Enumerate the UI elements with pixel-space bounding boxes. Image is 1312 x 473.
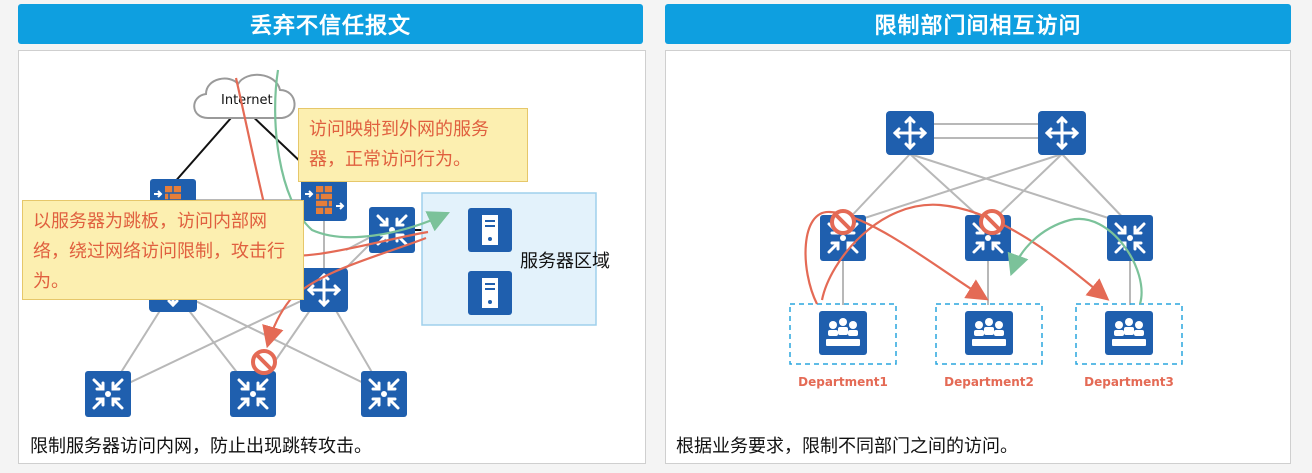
department-2-label: Department2: [944, 375, 1034, 389]
dept3-users-icon: [1105, 311, 1153, 355]
callout-normal-access: 访问映射到外网的服务器，正常访问行为。: [298, 108, 528, 182]
core-router-right-icon: [298, 266, 350, 314]
firewall-right-icon: [300, 178, 348, 222]
department-boxes: [789, 303, 1183, 365]
right-core-router-1-icon: [884, 109, 936, 157]
blocked-icon-dept1: [830, 209, 856, 235]
access-switch-1-icon: [83, 369, 133, 419]
dept1-users-icon: [819, 311, 867, 355]
department-3-label: Department3: [1084, 375, 1174, 389]
left-caption: 限制服务器访问内网，防止出现跳转攻击。: [30, 436, 372, 457]
right-flows: [804, 203, 1143, 305]
left-panel-title: 丢弃不信任报文: [18, 4, 643, 44]
right-panel-title: 限制部门间相互访问: [665, 4, 1291, 44]
internet-label: Internet: [221, 93, 273, 108]
server-2-icon: [468, 271, 512, 315]
access-switch-3-icon: [359, 369, 409, 419]
right-caption: 根据业务要求，限制不同部门之间的访问。: [676, 436, 1018, 457]
department-1-label: Department1: [798, 375, 888, 389]
server-switch-icon: [367, 205, 417, 255]
dept2-users-icon: [965, 311, 1013, 355]
access-switch-2-icon: [228, 369, 278, 419]
server-1-icon: [468, 208, 512, 252]
callout-jump-attack: 以服务器为跳板，访问内部网络，绕过网络访问限制，攻击行为。: [22, 200, 304, 300]
blocked-icon-left: [251, 349, 277, 375]
server-zone-label: 服务器区域: [520, 251, 610, 272]
blocked-icon-dept2: [979, 209, 1005, 235]
right-core-router-2-icon: [1036, 109, 1088, 157]
right-links: [842, 123, 1131, 305]
